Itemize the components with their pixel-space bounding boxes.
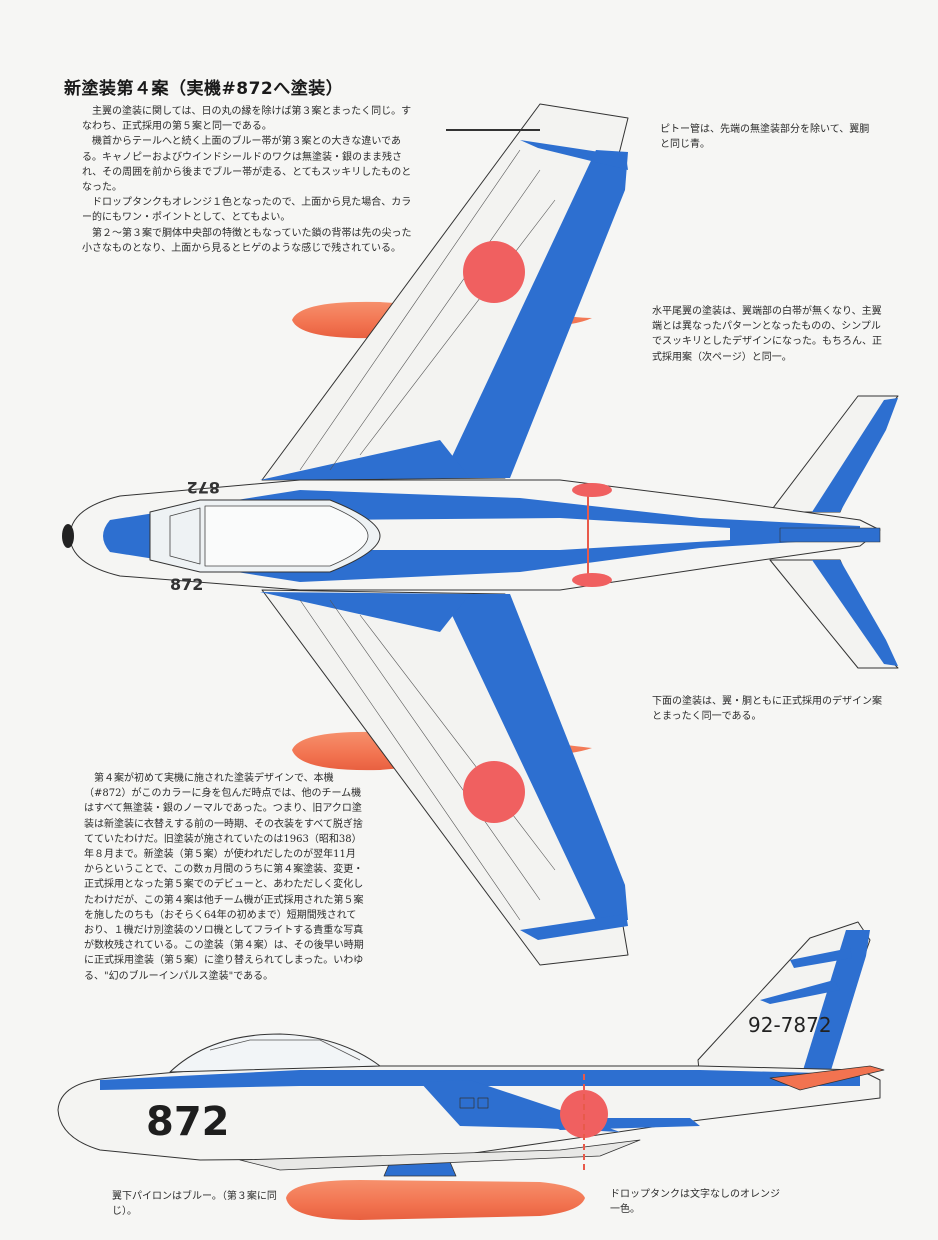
- top-fuselage-number-lower: 872: [170, 575, 203, 594]
- intro-text: 主翼の塗装に関しては、日の丸の縁を除けば第３案とまったく同じ。すなわち、正式採用…: [82, 104, 417, 256]
- roundel-lower-wing: [463, 761, 525, 823]
- tail-serial-number: 92-7872: [748, 1013, 832, 1037]
- intro-paragraph-4: 第２〜第３案で胴体中央部の特徴ともなっていた鎖の背帯は先の尖った小さなものとなり…: [82, 227, 412, 254]
- history-paragraph: 第４案が初めて実機に施された塗装デザインで、本機（#872）がこのカラーに身を包…: [84, 773, 364, 982]
- fuselage-side-blue-band: [100, 1070, 860, 1090]
- caption-pylon: 翼下パイロンはブルー。（第３案に同じ）。: [112, 1191, 277, 1218]
- intro-paragraph-1: 主翼の塗装に関しては、日の丸の縁を除けば第３案とまったく同じ。すなわち、正式採用…: [82, 106, 412, 133]
- stab-upper-blue: [812, 398, 898, 512]
- wing-lower-root-blue: [260, 592, 470, 632]
- caption-horizontal-tail: 水平尾翼の塗装は、翼端部の白帯が無くなり、主翼端とは異なったパターンとなったもの…: [652, 306, 882, 363]
- wing-lower-tip-stripe: [520, 914, 628, 940]
- intro-paragraph-2: 機首からテールへと続く上面のブルー帯が第３案との大きな違いである。キャノピーおよ…: [82, 136, 412, 194]
- roundel-upper-wing: [463, 241, 525, 303]
- nose-number: 872: [146, 1099, 230, 1145]
- caption-drop-tank: ドロップタンクは文字なしのオレンジ一色。: [610, 1189, 780, 1216]
- wing-lower-blue-stripe: [442, 594, 628, 920]
- page-title: 新塗装第４案（実機#872へ塗装）: [64, 79, 344, 99]
- wing-upper-root-blue: [260, 440, 470, 480]
- vertical-tail-blue: [800, 930, 870, 1080]
- fuselage-white-spine: [330, 518, 730, 550]
- intro-paragraph-3: ドロップタンクもオレンジ１色となったので、上面から見た場合、カラー的にもワン・ポ…: [82, 197, 412, 224]
- top-fuselage-number-upper: 872: [187, 478, 220, 497]
- wing-upper-tip-stripe: [520, 140, 628, 170]
- side-view-aircraft: 92-7872 872: [57, 921, 885, 1220]
- stab-lower-blue: [812, 560, 898, 666]
- nose-intake: [62, 524, 74, 548]
- wing-upper-blue-stripe: [442, 150, 628, 478]
- caption-underside: 下面の塗装は、翼・胴ともに正式採用のデザイン案とまったく同一である。: [652, 696, 882, 723]
- history-text: 第４案が初めて実機に施された塗装デザインで、本機（#872）がこのカラーに身を包…: [84, 771, 364, 984]
- caption-pitot-tube: ピトー管は、先端の無塗装部分を除いて、翼胴と同じ青。: [660, 124, 870, 151]
- drop-tank-side: [286, 1180, 585, 1220]
- top-view-aircraft: 872 872: [62, 103, 899, 966]
